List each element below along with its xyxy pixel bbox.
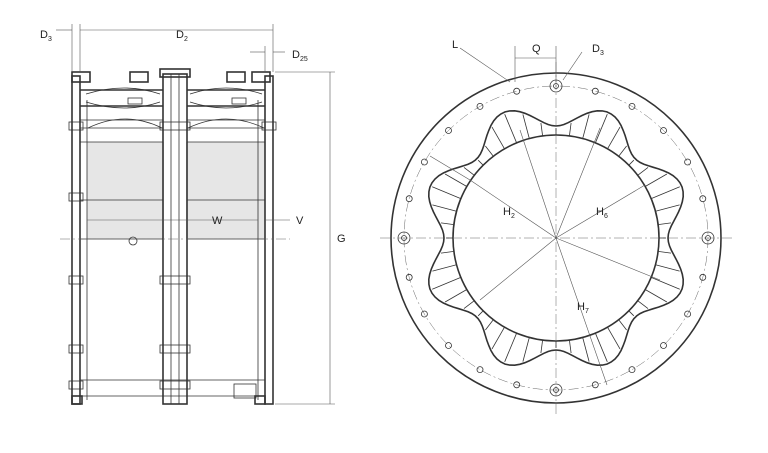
d2-dimension-label: D2 [176,29,188,43]
segment-rib [607,327,621,350]
bolt-hole [591,381,599,389]
right-flange [264,75,274,405]
left-flange [71,75,81,405]
segment-rib [651,186,680,199]
bolt-hole [660,127,667,134]
segment-rib [655,204,680,212]
bolt-hole-inner [553,83,559,89]
segment-rib [658,222,672,225]
bolt-holes [397,79,715,397]
segment-rib [618,319,627,331]
segment-rib [432,277,461,290]
segment-rib [658,251,672,254]
bolt-hole [420,158,428,166]
bolt-hole [513,87,521,95]
segment-rib [463,300,475,309]
segment-rib [595,333,608,362]
segment-rib [628,310,635,317]
segment-rib [491,327,505,350]
d25-dimension-label: D25 [292,49,308,63]
bolt-hole-inner [553,387,559,393]
segment-rib [522,337,530,362]
large-bolt-hole [701,231,715,245]
q-dimension-label: Q [532,43,541,55]
d3-dimension-label: D3 [40,29,52,43]
tire-shade-right [186,142,265,239]
segment-rib [582,337,590,362]
side-view: D3 D2 D25 W V G [40,24,346,405]
h7-dimension-label: H7 [577,301,589,315]
bolt-hole [684,158,691,166]
h6-dimension-label: H6 [596,206,608,220]
segment-rib [645,289,668,303]
segment-rib [432,264,457,272]
segment-rib [485,319,494,331]
tire-shade-left [87,142,164,239]
top-clamp-ring [80,89,265,107]
bolt-hole-inner [705,235,711,241]
segment-rib [651,277,680,290]
bolt-hole [684,310,691,318]
g-dimension-label: G [337,233,346,245]
bolt-hole [405,195,413,203]
bolt-hole [628,103,636,110]
bolt-hole [591,87,599,95]
large-bolt-hole [549,383,563,397]
large-bolt-hole [397,231,411,245]
segment-rib [463,167,475,176]
segment-rib [440,251,454,254]
w-dimension-label: W [212,215,223,227]
bolt-hole-inner [401,235,407,241]
bolt-hole [445,127,452,134]
element-segments [432,114,680,362]
bolt-hole [513,381,521,389]
segment-rib [637,300,649,309]
l-dimension-label: L [452,39,458,51]
segment-rib [637,167,649,176]
h2-dimension-label: H2 [503,206,515,220]
bolt-hole [445,342,452,349]
flexible-element-contour [427,109,685,367]
segment-rib [655,264,680,272]
bolt-hole [405,273,413,281]
side-bolts [68,121,277,399]
segment-rib [618,145,627,157]
side-dimensions [56,24,335,405]
v-dimension-label: V [296,215,304,227]
bolt-hole [699,273,707,281]
segment-rib [485,145,494,157]
bolt-hole [476,103,484,110]
segment-rib [432,204,457,212]
segment-rib [645,173,668,187]
segment-rib [504,333,517,362]
segment-rib [540,122,543,136]
segment-rib [540,340,543,354]
segment-rib [582,114,590,139]
segment-rib [444,173,467,187]
front-view: L Q D3 H2 H6 H7 [380,39,732,414]
segment-rib [504,114,517,143]
segment-rib [444,289,467,303]
segment-rib [440,222,454,225]
segment-rib [491,126,505,149]
segment-rib [432,186,461,199]
segment-rib [522,114,530,139]
bolt-hole [420,310,428,318]
bolt-hole [660,342,667,349]
segment-rib [607,126,621,149]
segment-rib [595,114,608,143]
bolt-hole [628,366,636,374]
bolt-hole [699,195,707,203]
bolt-hole [476,366,484,374]
d3-front-dimension-label: D3 [592,43,604,57]
segment-rib [569,122,572,136]
tire-contour [80,119,265,143]
segment-rib [477,310,484,317]
top-bolts [71,68,271,105]
segment-rib [569,340,572,354]
front-dimensions [429,46,661,386]
segment-rib [628,159,635,166]
segment-rib [477,159,484,166]
